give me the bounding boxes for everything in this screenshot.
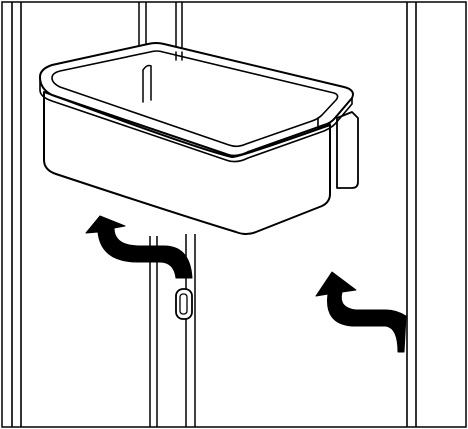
door-panel-right [406,2,417,427]
arrow-left [85,215,193,279]
arrow-right [315,271,407,353]
center-rail [138,2,196,427]
door-slot [175,288,193,320]
storage-bin [39,42,359,235]
door-panel-left [11,2,22,427]
